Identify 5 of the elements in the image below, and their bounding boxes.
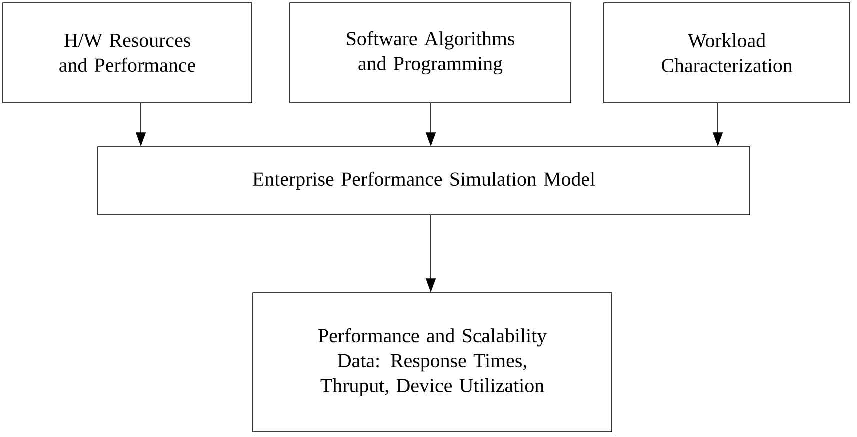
process-box: Performance and Scalability Data: Response Times, Thruput, Device Utilization xyxy=(252,292,612,432)
process-box: Software Algorithms and Programming xyxy=(290,2,572,104)
process-box: H/W Resources and Performance xyxy=(2,2,252,104)
process-box: Workload Characterization xyxy=(604,2,850,104)
process-box: Enterprise Performance Simulation Model xyxy=(98,146,750,216)
